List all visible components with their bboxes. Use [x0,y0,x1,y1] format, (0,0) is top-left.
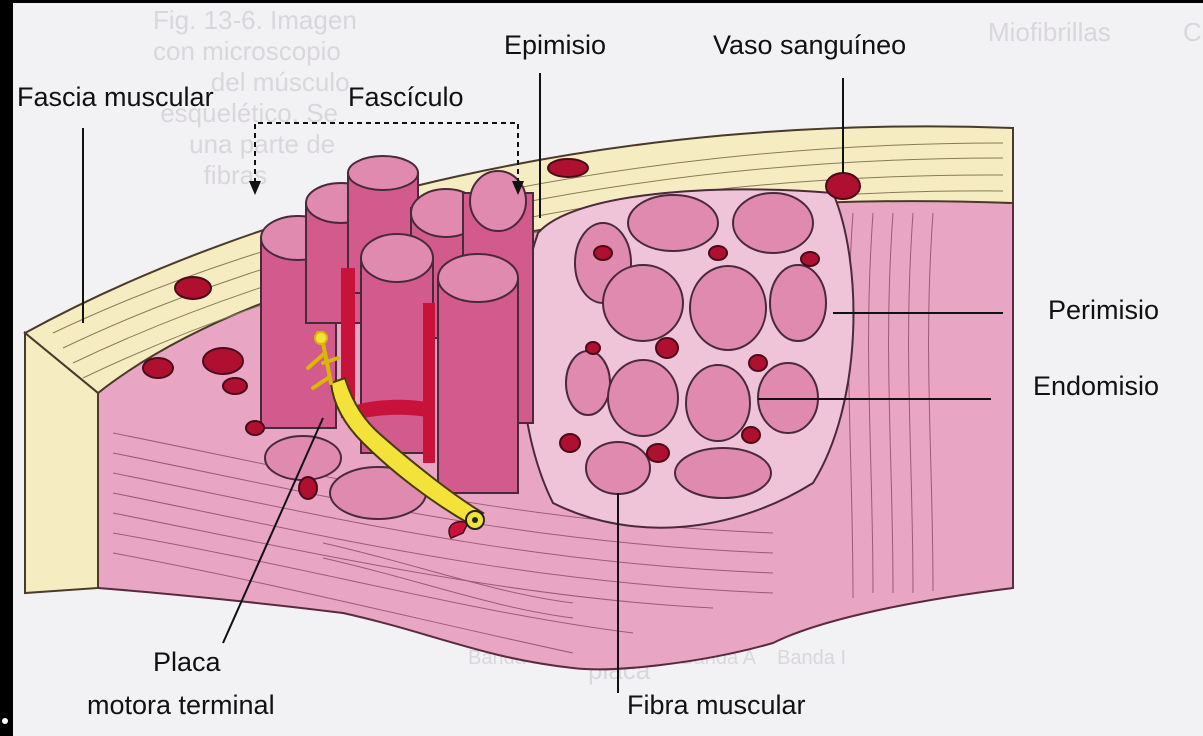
corner-dot [2,718,8,724]
label-vaso-sanguineo: Vaso sanguíneo [713,29,906,61]
label-fascia-muscular: Fascia muscular [17,81,214,113]
label-placa-line2: motora terminal [87,689,275,721]
label-endomisio: Endomisio [1033,370,1159,402]
label-perimisio: Perimisio [1048,294,1159,326]
fasciculo-arrow-left [249,181,261,195]
label-fasciculo: Fascículo [348,81,464,113]
diagram-canvas: Fig. 13-6. Imagen con microscopio del mú… [13,3,1203,736]
label-epimisio: Epimisio [504,29,606,61]
label-fibra-muscular: Fibra muscular [627,689,806,721]
label-placa-line1: Placa [153,646,221,678]
